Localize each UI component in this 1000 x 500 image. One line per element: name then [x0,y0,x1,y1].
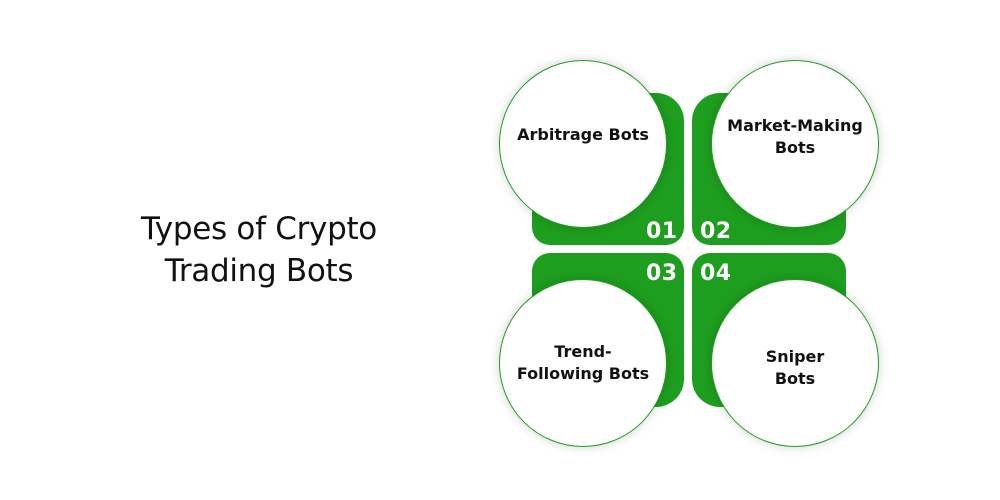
item-circle-sniper: Sniper Bots [711,279,879,447]
item-label: Sniper Bots [720,346,870,390]
item-label-line: Arbitrage Bots [517,125,649,144]
item-label: Arbitrage Bots [508,124,658,146]
item-label-line: Following Bots [516,364,650,383]
item-label: Trend- Following Bots [508,341,658,385]
item-label-line: Market-Making [727,116,863,135]
item-label-line: Sniper [765,347,825,366]
item-number-03: 03 [646,261,678,286]
item-circle-market-making: Market-Making Bots [711,60,879,228]
item-number-04: 04 [700,261,732,286]
item-circle-arbitrage: Arbitrage Bots [499,60,667,228]
item-number-01: 01 [646,219,678,244]
item-label-line: Trend- [554,342,612,361]
page-title-line-1: Types of Crypto [141,211,377,247]
item-label: Market-Making Bots [720,115,870,159]
page-title-line-2: Trading Bots [164,253,354,289]
item-number-02: 02 [700,219,732,244]
page-title: Types of Crypto Trading Bots [118,208,400,292]
item-circle-trend-following: Trend- Following Bots [499,279,667,447]
item-label-line: Bots [774,138,816,157]
item-label-line: Bots [774,369,816,388]
